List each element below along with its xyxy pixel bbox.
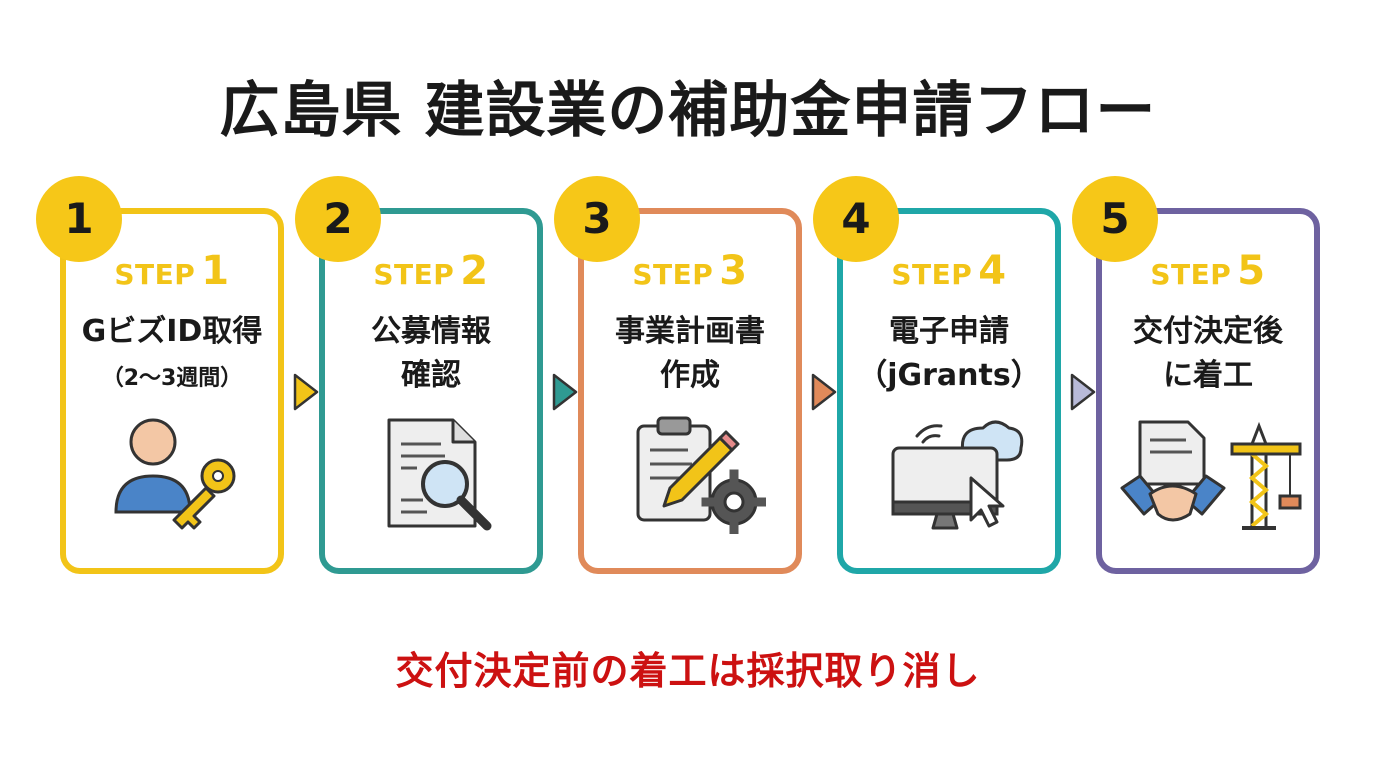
step-subtitle-1: （2～3週間） [101,366,243,391]
step-title-line: に着工 [1163,358,1253,393]
clipboard-pencil-gear-icon [636,416,766,534]
step-title-line: 作成 [660,358,720,393]
step-title-3: 事業計画書 作成 [584,310,796,398]
arrow-2-to-3-icon [552,373,578,411]
step-badge-1: 1 [36,176,122,262]
step-title-line: 電子申請 [889,314,1009,349]
step-badge-5: 5 [1072,176,1158,262]
step-number-text: 1 [201,248,230,294]
step-number-text: 5 [1237,248,1266,294]
step-title-line: 交付決定後 [1133,314,1283,349]
step-number-text: 4 [978,248,1007,294]
step-title-4: 電子申請 （jGrants） [843,310,1055,398]
document-search-icon [387,418,492,531]
step-badge-3: 3 [554,176,640,262]
step-title-1: GビズID取得 [66,310,278,354]
step-title-5: 交付決定後 に着工 [1102,310,1314,398]
step-number-text: 2 [460,248,489,294]
page-title: 広島県 建設業の補助金申請フロー [219,76,1157,146]
handshake-crane-icon [1120,420,1302,530]
step-title-line: GビズID取得 [81,314,263,349]
arrow-3-to-4-icon [811,373,837,411]
step-word: STEP [1150,258,1232,291]
user-key-icon [114,418,236,530]
step-word: STEP [114,258,196,291]
step-word: STEP [632,258,714,291]
step-title-line: 確認 [401,358,461,393]
step-title-line: 事業計画書 [615,314,765,349]
arrow-4-to-5-icon [1070,373,1096,411]
step-word: STEP [373,258,455,291]
arrow-1-to-2-icon [293,373,319,411]
computer-cloud-cursor-icon [891,420,1024,530]
warning-note: 交付決定前の着工は採択取り消し [395,649,981,693]
step-badge-2: 2 [295,176,381,262]
step-word: STEP [891,258,973,291]
step-badge-4: 4 [813,176,899,262]
step-title-2: 公募情報 確認 [325,310,537,398]
step-title-line: （jGrants） [857,358,1041,393]
step-title-line: 公募情報 [371,314,491,349]
step-number-text: 3 [719,248,748,294]
